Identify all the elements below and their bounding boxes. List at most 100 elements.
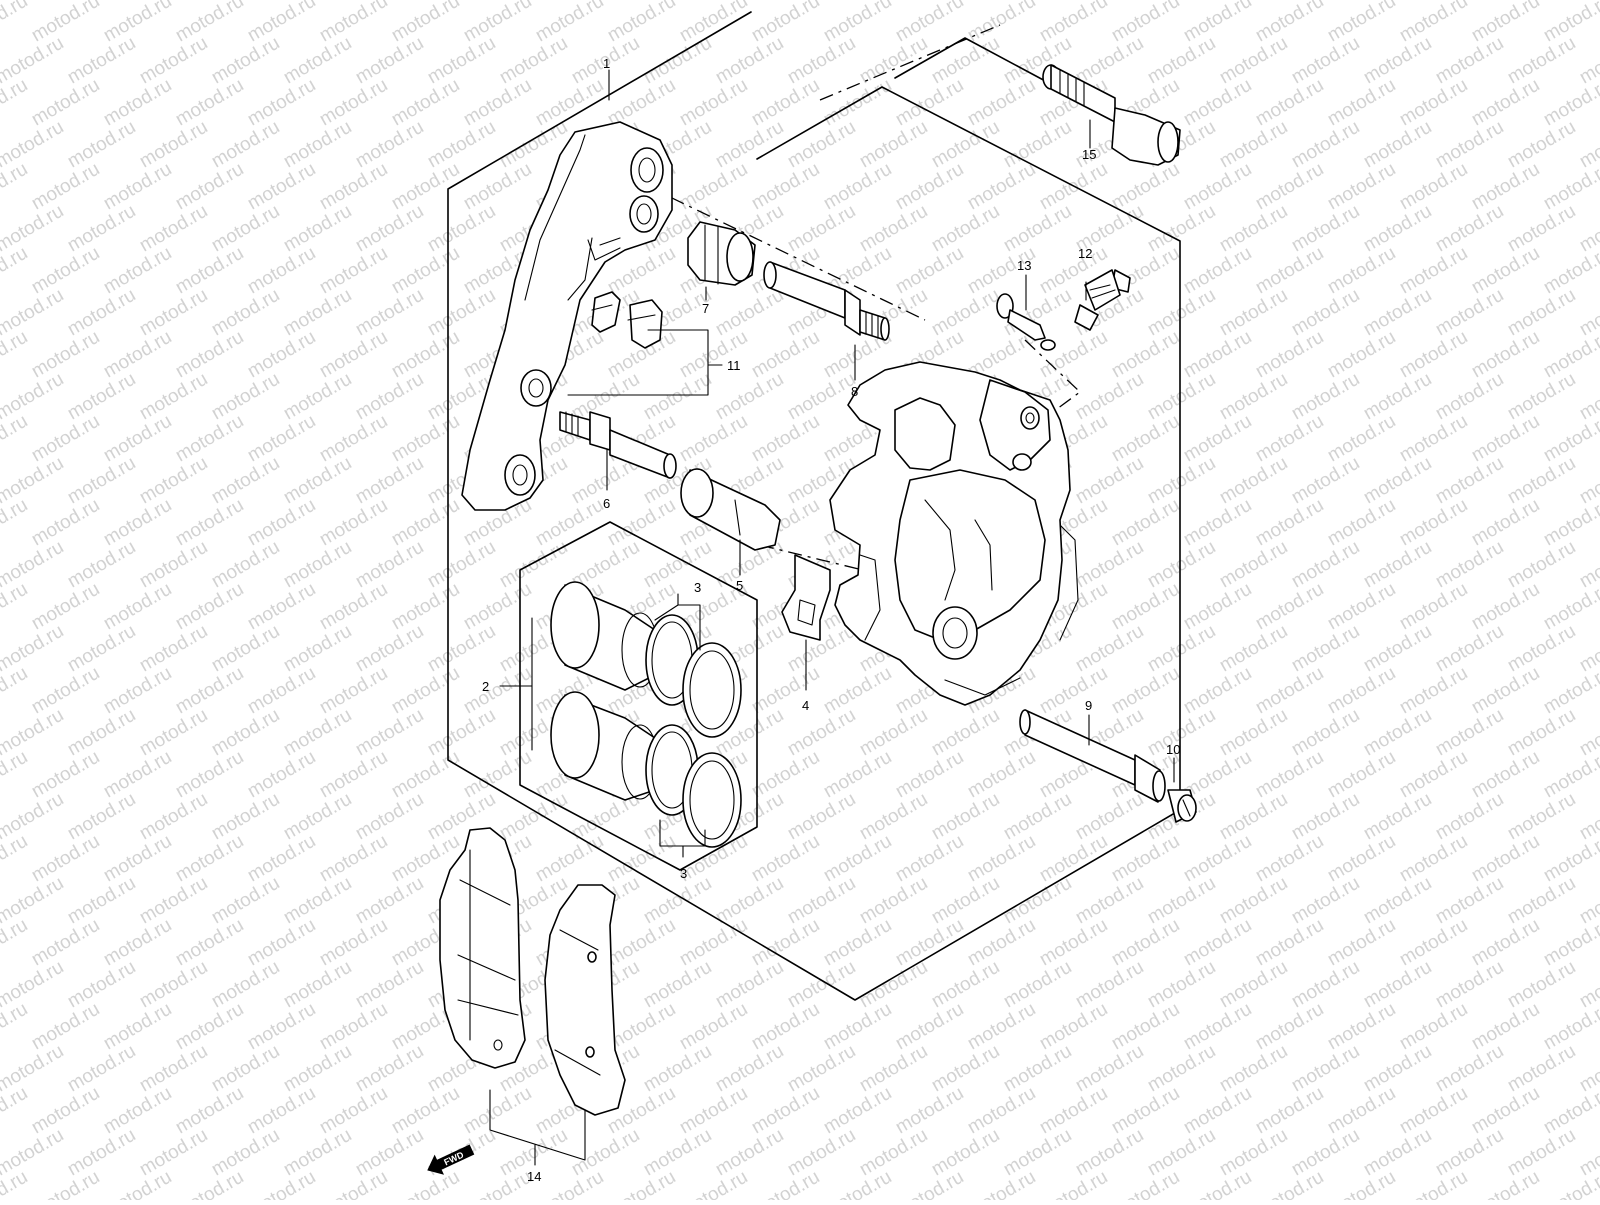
watermark-text: motod.ru [568,1125,643,1181]
watermark-text: motod.ru [316,327,391,383]
watermark-text: motod.ru [928,1125,1003,1181]
watermark-text: motod.ru [1324,579,1399,635]
watermark-text: motod.ru [748,411,823,467]
watermark-text: motod.ru [0,579,31,635]
watermark-text: motod.ru [1036,999,1111,1055]
watermark-text: motod.ru [316,159,391,215]
watermark-text: motod.ru [64,1041,139,1097]
watermark-text: motod.ru [1324,1167,1399,1200]
watermark-text: motod.ru [352,201,427,257]
watermark-text: motod.ru [1468,999,1543,1055]
watermark-text: motod.ru [172,579,247,635]
watermark-text: motod.ru [352,1041,427,1097]
watermark-text: motod.ru [460,579,535,635]
watermark-text: motod.ru [460,1167,535,1200]
watermark-text: motod.ru [1000,789,1075,845]
watermark-text: motod.ru [1432,369,1507,425]
watermark-text: motod.ru [460,663,535,719]
watermark-text: motod.ru [100,243,175,299]
watermark-text: motod.ru [136,285,211,341]
watermark-text: motod.ru [1216,873,1291,929]
watermark-text: motod.ru [424,285,499,341]
watermark-text: motod.ru [172,747,247,803]
watermark-text: motod.ru [244,0,319,46]
watermark-text: motod.ru [352,537,427,593]
watermark-text: motod.ru [64,285,139,341]
watermark-text: motod.ru [1360,201,1435,257]
watermark-text: motod.ru [1288,873,1363,929]
watermark-text: motod.ru [820,831,895,887]
watermark-text: motod.ru [532,831,607,887]
watermark-text: motod.ru [1036,915,1111,971]
watermark-text: motod.ru [172,159,247,215]
watermark-text: motod.ru [676,0,751,46]
watermark-text: motod.ru [676,999,751,1055]
watermark-text: motod.ru [172,831,247,887]
watermark-text: motod.ru [1360,1125,1435,1181]
watermark-text: motod.ru [460,0,535,46]
watermark-text: motod.ru [316,579,391,635]
watermark-text: motod.ru [892,159,967,215]
watermark-text: motod.ru [1324,915,1399,971]
watermark-text: motod.ru [1396,831,1471,887]
watermark-text: motod.ru [388,411,463,467]
watermark-text: motod.ru [0,327,31,383]
watermark-text: motod.ru [928,33,1003,89]
watermark-text: motod.ru [172,1167,247,1200]
watermark-text: motod.ru [928,789,1003,845]
watermark-text: motod.ru [964,747,1039,803]
watermark-text: motod.ru [244,915,319,971]
watermark-text: motod.ru [1360,873,1435,929]
watermark-text: motod.ru [1072,537,1147,593]
watermark-text: motod.ru [748,0,823,46]
callout-2: 2 [482,679,489,694]
watermark-text: motod.ru [1504,705,1579,761]
watermark-text: motod.ru [928,957,1003,1013]
watermark-text: motod.ru [1504,201,1579,257]
watermark-text: motod.ru [1468,327,1543,383]
watermark-text: motod.ru [748,915,823,971]
watermark-text: motod.ru [136,453,211,509]
watermark-text: motod.ru [1396,243,1471,299]
watermark-text: motod.ru [1000,1125,1075,1181]
watermark-text: motod.ru [676,327,751,383]
watermark-text: motod.ru [1288,789,1363,845]
watermark-text: motod.ru [676,1167,751,1200]
watermark-text: motod.ru [892,831,967,887]
watermark-text: motod.ru [1144,285,1219,341]
watermark-text: motod.ru [784,1041,859,1097]
watermark-text: motod.ru [712,285,787,341]
watermark-text: motod.ru [352,117,427,173]
watermark-text: motod.ru [1108,159,1183,215]
watermark-text: motod.ru [280,33,355,89]
watermark-text: motod.ru [1324,0,1399,46]
watermark-text: motod.ru [604,915,679,971]
watermark-text: motod.ru [1180,915,1255,971]
watermark-text: motod.ru [1432,789,1507,845]
watermark-text: motod.ru [136,33,211,89]
watermark-text: motod.ru [712,1125,787,1181]
watermark-text: motod.ru [136,537,211,593]
watermark-text: motod.ru [1360,285,1435,341]
watermark-text: motod.ru [388,579,463,635]
watermark-text: motod.ru [208,369,283,425]
watermark-text: motod.ru [1432,453,1507,509]
watermark-text: motod.ru [1288,537,1363,593]
watermark-text: motod.ru [712,873,787,929]
watermark-text: motod.ru [1144,957,1219,1013]
watermark-text: motod.ru [316,411,391,467]
watermark-text: motod.ru [0,159,31,215]
watermark-text: motod.ru [1144,621,1219,677]
watermark-text: motod.ru [928,201,1003,257]
watermark-text: motod.ru [244,831,319,887]
watermark-text: motod.ru [1468,579,1543,635]
watermark-text: motod.ru [1180,831,1255,887]
watermark-text: motod.ru [424,621,499,677]
watermark-text: motod.ru [1252,915,1327,971]
watermark-text: motod.ru [1324,831,1399,887]
watermark-text: motod.ru [460,75,535,131]
watermark-text: motod.ru [280,1041,355,1097]
watermark-text: motod.ru [676,1083,751,1139]
watermark-text: motod.ru [1360,453,1435,509]
